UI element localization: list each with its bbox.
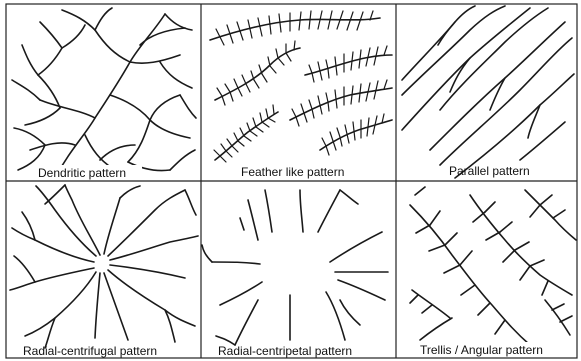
panel-parallel: Parallel pattern: [402, 6, 574, 178]
panel-dendritic: Dendritic pattern: [12, 8, 196, 180]
parallel-label: Parallel pattern: [449, 164, 530, 178]
radial-centripetal-label: Radial-centripetal pattern: [218, 344, 352, 358]
parallel-drainage-illustration: [402, 6, 574, 178]
panel-feather: Feather like pattern: [210, 11, 392, 179]
radial-centrifugal-drainage-illustration: [10, 185, 198, 348]
feather-label: Feather like pattern: [241, 165, 344, 179]
radial-centrifugal-label: Radial-centrifugal pattern: [23, 344, 157, 358]
trellis-label: Trellis / Angular pattern: [420, 343, 543, 357]
trellis-drainage-illustration: [410, 187, 576, 345]
dendritic-label: Dendritic pattern: [38, 166, 126, 180]
feather-drainage-illustration: [210, 11, 392, 162]
panel-trellis: Trellis / Angular pattern: [410, 187, 576, 357]
panel-radial-centripetal: Radial-centripetal pattern: [202, 190, 388, 358]
radial-centripetal-drainage-illustration: [202, 190, 388, 345]
dendritic-drainage-illustration: [12, 8, 196, 178]
panel-radial-centrifugal: Radial-centrifugal pattern: [10, 185, 198, 358]
